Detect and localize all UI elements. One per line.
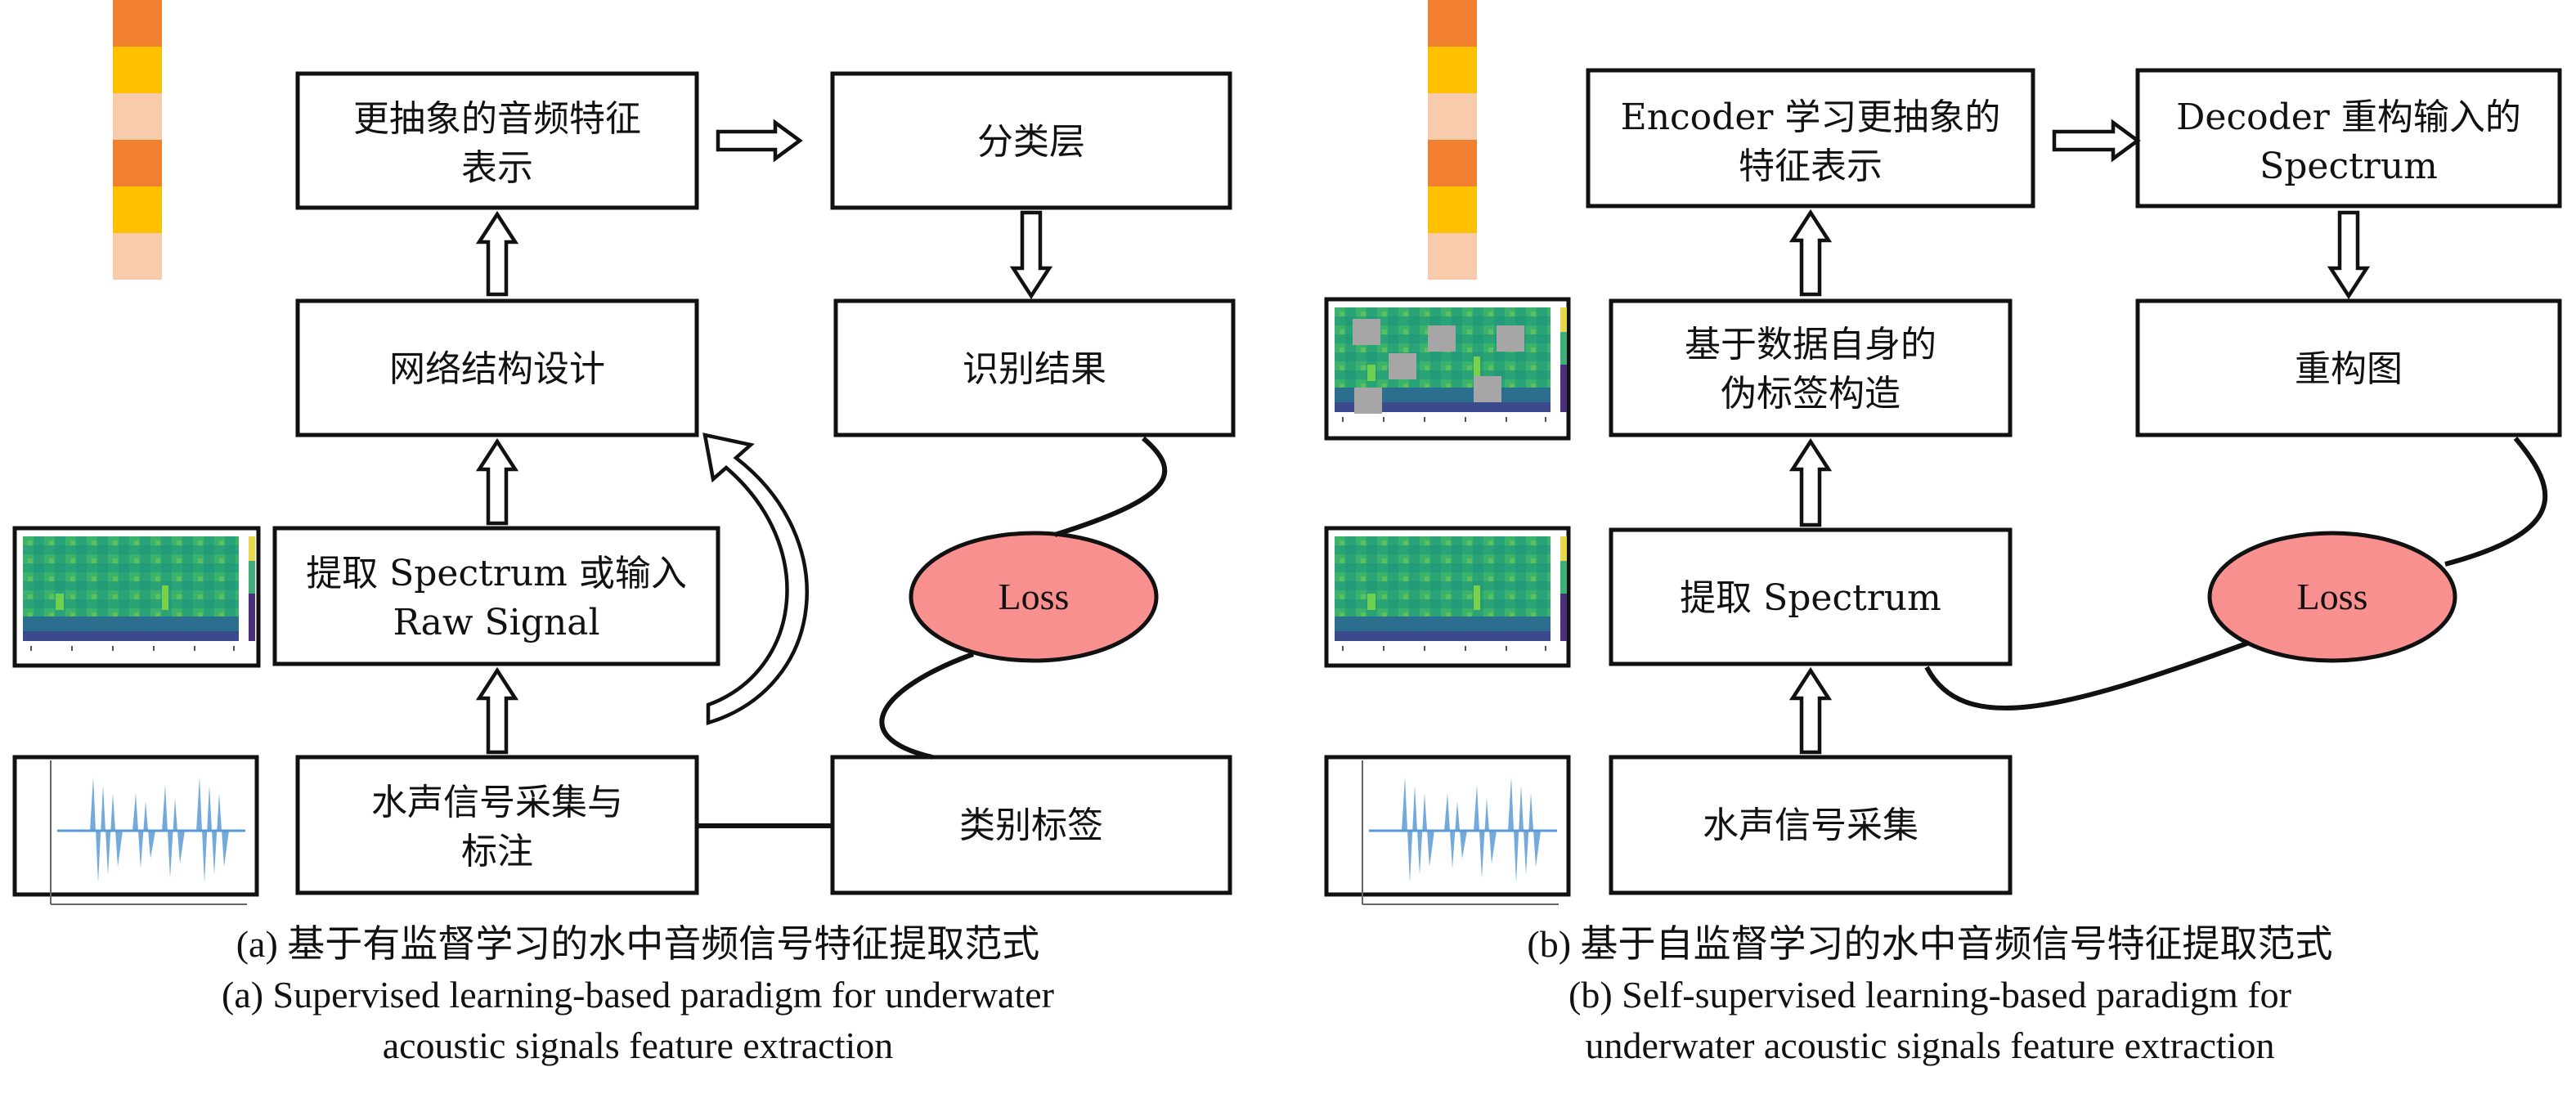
- collect-line2: 标注: [461, 831, 533, 872]
- caption-a-english-line2: acoustic signals feature extraction: [382, 1025, 894, 1066]
- extract-line1: 提取 Spectrum 或输入: [306, 553, 687, 594]
- mask-patch: [1389, 353, 1416, 379]
- hollow-arrows: [475, 119, 2371, 755]
- label-label: 类别标签: [959, 805, 1103, 846]
- panel-b: Encoder 学习更抽象的 特征表示 Decoder 重构输入的 Spectr…: [1324, 68, 2562, 906]
- strip-cell: [1428, 140, 1477, 186]
- loss-label-connector: [879, 652, 975, 760]
- mask-patch: [1353, 319, 1380, 345]
- spectrogram-plot-a: [22, 536, 256, 652]
- caption-b-english-line1: (b) Self-supervised learning-based parad…: [1568, 974, 2291, 1016]
- encoder-box: [1586, 68, 2035, 208]
- skip-curved-arrow: [702, 433, 809, 726]
- decoder-line1: Decoder 重构输入的: [2176, 96, 2521, 138]
- pseudo-label-line1: 基于数据自身的: [1685, 324, 1936, 365]
- caption-a: (a) 基于有监督学习的水中音频信号特征提取范式 (a) Supervised …: [0, 919, 1276, 1071]
- mask-patch: [1354, 388, 1382, 414]
- recon-loss-connector: [2444, 437, 2548, 567]
- mask-patch: [1497, 325, 1524, 352]
- classifier-label: 分类层: [977, 121, 1085, 163]
- pseudo-label-box: [1609, 298, 2013, 437]
- panel-a: 更抽象的音频特征 表示 分类层 网络结构设计 识别结果 提取 Spectrum …: [12, 71, 1236, 906]
- abstract-features-box: [295, 71, 699, 210]
- caption-b-chinese: (b) 基于自监督学习的水中音频信号特征提取范式: [1527, 923, 2333, 965]
- loss-ellipse-b: [2207, 531, 2457, 663]
- loss-ellipse-a: [909, 531, 1159, 663]
- collect-box-b: [1609, 755, 2013, 895]
- extract-loss-connector: [1924, 640, 2251, 711]
- decoder-line2: Spectrum: [2260, 146, 2438, 187]
- caption-b-english-line2: underwater acoustic signals feature extr…: [1585, 1025, 2275, 1066]
- arrow-down-decoder-to-recon: [2327, 210, 2371, 300]
- strip-cell: [113, 0, 162, 47]
- encoder-line2: 特征表示: [1739, 146, 1883, 187]
- mask-patch: [1428, 325, 1456, 352]
- strip-cell: [113, 233, 162, 280]
- arrow-right-encoder-to-decoder: [2052, 119, 2141, 163]
- spectrogram-plot-b: [1334, 536, 1568, 652]
- arrow-down-classifier-to-result: [1009, 210, 1053, 300]
- arrow-up-collect-to-extract: [1788, 666, 1833, 755]
- label-box: [830, 755, 1232, 895]
- arrow-right-features-to-classifier: [716, 119, 803, 163]
- color-strip-right: [1428, 0, 1477, 280]
- strip-cell: [113, 93, 162, 140]
- arrow-up-collect-to-extract: [475, 666, 519, 755]
- collect-line1: 水声信号采集与: [371, 782, 623, 823]
- extract-box-b: [1609, 527, 2013, 666]
- network-design-box: [295, 298, 699, 437]
- abstract-features-line1: 更抽象的音频特征: [353, 98, 641, 140]
- strip-cell: [1428, 93, 1477, 140]
- collect-box: [295, 755, 699, 895]
- arrow-up-extract-to-network: [475, 437, 519, 526]
- strip-cell: [1428, 233, 1477, 280]
- strip-cell: [113, 47, 162, 93]
- pseudo-label-line2: 伪标签构造: [1721, 373, 1901, 415]
- caption-b: (b) 基于自监督学习的水中音频信号特征提取范式 (b) Self-superv…: [1292, 919, 2568, 1071]
- extract-label-b: 提取 Spectrum: [1680, 577, 1941, 619]
- strip-cell: [1428, 47, 1477, 93]
- strip-cell: [113, 140, 162, 186]
- loss-label-b: Loss: [2297, 576, 2368, 617]
- network-design-label: 网络结构设计: [389, 348, 605, 390]
- classifier-box: [830, 71, 1232, 210]
- loss-label-a: Loss: [999, 576, 1070, 617]
- collect-label-b: 水声信号采集: [1703, 805, 1919, 846]
- result-label: 识别结果: [963, 348, 1106, 390]
- caption-a-english-line1: (a) Supervised learning-based paradigm f…: [222, 974, 1054, 1016]
- arrow-up-network-to-features: [475, 210, 519, 297]
- result-box: [833, 298, 1236, 437]
- decoder-box: [2135, 68, 2562, 208]
- arrow-up-extract-to-pseudo: [1788, 437, 1833, 527]
- extract-box: [272, 526, 720, 666]
- color-strip-left: [113, 0, 162, 280]
- strip-cell: [1428, 186, 1477, 233]
- extract-line2: Raw Signal: [393, 602, 599, 643]
- recon-box: [2135, 298, 2562, 437]
- recon-label: 重构图: [2295, 348, 2403, 390]
- result-loss-connector: [1054, 436, 1168, 537]
- strip-cell: [113, 186, 162, 233]
- abstract-features-line2: 表示: [461, 147, 533, 189]
- caption-a-chinese: (a) 基于有监督学习的水中音频信号特征提取范式: [236, 923, 1040, 965]
- strip-cell: [1428, 0, 1477, 47]
- mask-patch: [1474, 376, 1501, 402]
- arrow-up-pseudo-to-encoder: [1788, 208, 1833, 297]
- encoder-line1: Encoder 学习更抽象的: [1621, 96, 2001, 138]
